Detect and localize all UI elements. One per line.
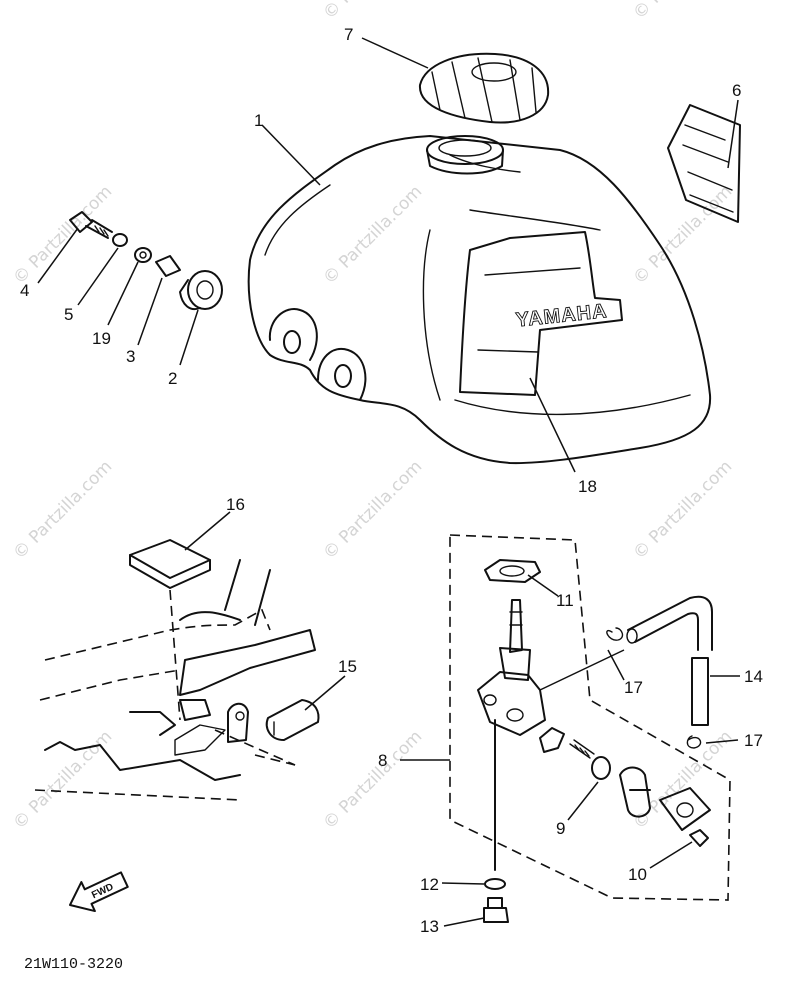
callout-9: 9 — [556, 819, 565, 838]
fuel-cock-lever — [619, 766, 651, 818]
watermark: © Partzilla.com — [629, 0, 736, 24]
callout-3: 3 — [126, 347, 135, 366]
watermarks: © Partzilla.com © Partzilla.com © Partzi… — [9, 0, 736, 834]
callout-17b: 17 — [744, 731, 763, 750]
watermark: © Partzilla.com — [319, 182, 426, 289]
watermark: © Partzilla.com — [629, 182, 736, 289]
callout-8: 8 — [378, 751, 387, 770]
callout-4: 4 — [20, 281, 29, 300]
callout-6: 6 — [732, 81, 741, 100]
bolt — [69, 211, 93, 233]
damper-block — [265, 699, 320, 741]
fuel-cock-assembly — [449, 534, 731, 923]
drain-bolt — [483, 907, 509, 923]
mount-hardware — [69, 211, 223, 311]
tank-decal — [459, 231, 623, 396]
callout-7: 7 — [344, 25, 353, 44]
callout-16: 16 — [226, 495, 245, 514]
damper — [187, 270, 223, 310]
callout-1: 1 — [254, 111, 263, 130]
callout-12: 12 — [420, 875, 439, 894]
watermark: © Partzilla.com — [9, 457, 116, 564]
catalog-code: 21W110-3220 — [24, 956, 123, 973]
callout-18: 18 — [578, 477, 597, 496]
callout-19: 19 — [92, 329, 111, 348]
pad — [129, 539, 211, 589]
fuel-tank: YAMAHA — [247, 135, 712, 465]
hose-clip — [606, 627, 624, 641]
callout-11: 11 — [556, 591, 574, 610]
callouts: 7 1 6 4 5 19 3 2 18 16 15 11 17 14 17 8 … — [20, 25, 763, 936]
flat-washer — [134, 247, 152, 263]
watermark: © Partzilla.com — [319, 727, 426, 834]
screw — [689, 829, 709, 847]
forward-arrow: FWD — [69, 871, 129, 913]
callout-2: 2 — [168, 369, 177, 388]
fuel-hose — [627, 595, 713, 651]
emblem-plate — [667, 104, 741, 223]
fuel-cock-body — [477, 671, 546, 736]
lock-washer — [112, 233, 128, 247]
collar — [155, 255, 181, 277]
frame-section — [34, 559, 316, 801]
watermark: © Partzilla.com — [319, 457, 426, 564]
o-ring — [591, 756, 611, 780]
callout-17a: 17 — [624, 678, 643, 697]
callout-10: 10 — [628, 865, 647, 884]
tank-cap — [418, 52, 550, 124]
callout-14: 14 — [744, 667, 763, 686]
gasket — [484, 559, 541, 583]
drain-washer — [484, 878, 506, 890]
lever-plate — [659, 787, 711, 831]
callout-13: 13 — [420, 917, 439, 936]
watermark: © Partzilla.com — [629, 457, 736, 564]
callout-5: 5 — [64, 305, 73, 324]
hose-clip — [686, 735, 702, 749]
yamaha-label: YAMAHA — [515, 300, 609, 331]
watermark: © Partzilla.com — [319, 0, 426, 24]
leader-lines — [37, 37, 740, 927]
callout-15: 15 — [338, 657, 357, 676]
